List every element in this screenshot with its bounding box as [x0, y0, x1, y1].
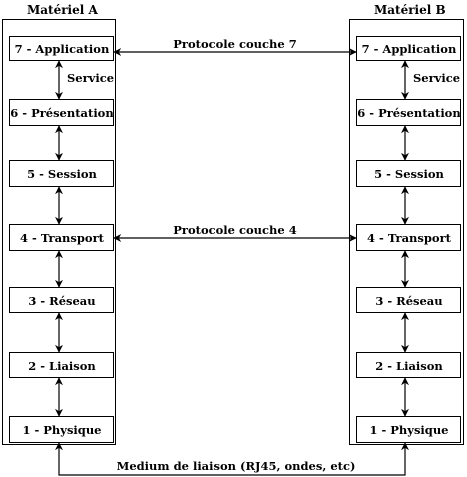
protocol-7-label: Protocole couche 7 [173, 37, 297, 51]
device-b-box-3 [356, 287, 461, 313]
device-b-layer-7: 7 - Application [361, 42, 457, 56]
protocol-4-label: Protocole couche 4 [173, 223, 297, 237]
device-a-layer-boxes [9, 36, 114, 443]
device-a-layer-6: 6 - Présentation [10, 106, 114, 120]
device-b-box-2 [356, 352, 461, 378]
device-a-layer-1: 1 - Physique [22, 423, 102, 437]
device-a-box-2 [9, 352, 114, 378]
medium-label: Medium de liaison (RJ45, ondes, etc) [116, 459, 356, 473]
device-b-layer-boxes [356, 36, 461, 443]
device-a-box-3 [9, 287, 114, 313]
device-a-layer-5: 5 - Session [27, 167, 97, 181]
device-b-service-label: Service [413, 71, 461, 85]
device-a-layer-7: 7 - Application [14, 42, 110, 56]
device-b-layer-5: 5 - Session [374, 167, 444, 181]
device-a-layer-4: 4 - Transport [20, 231, 104, 245]
device-a-box-5 [9, 160, 114, 187]
medium-link [55, 442, 409, 476]
device-b-layer-6: 6 - Présentation [357, 106, 461, 120]
device-b-title: Matériel B [374, 3, 446, 17]
device-b-box-7 [356, 36, 461, 61]
device-a-box-1 [9, 416, 114, 443]
device-b-layer-2: 2 - Liaison [375, 358, 443, 373]
device-a-layer-2: 2 - Liaison [28, 358, 96, 373]
device-a-box-4 [9, 224, 114, 251]
device-b-layer-1: 1 - Physique [369, 423, 449, 437]
device-b-box-4 [356, 224, 461, 251]
device-b-box-1 [356, 416, 461, 443]
device-b-layer-4: 4 - Transport [367, 231, 451, 245]
device-b-box-6 [356, 99, 461, 126]
device-b-layer-3: 3 - Réseau [375, 293, 443, 308]
device-a-title: Matériel A [27, 3, 98, 17]
device-a-service-label: Service [67, 71, 115, 85]
device-a-layer-3: 3 - Réseau [28, 293, 96, 308]
